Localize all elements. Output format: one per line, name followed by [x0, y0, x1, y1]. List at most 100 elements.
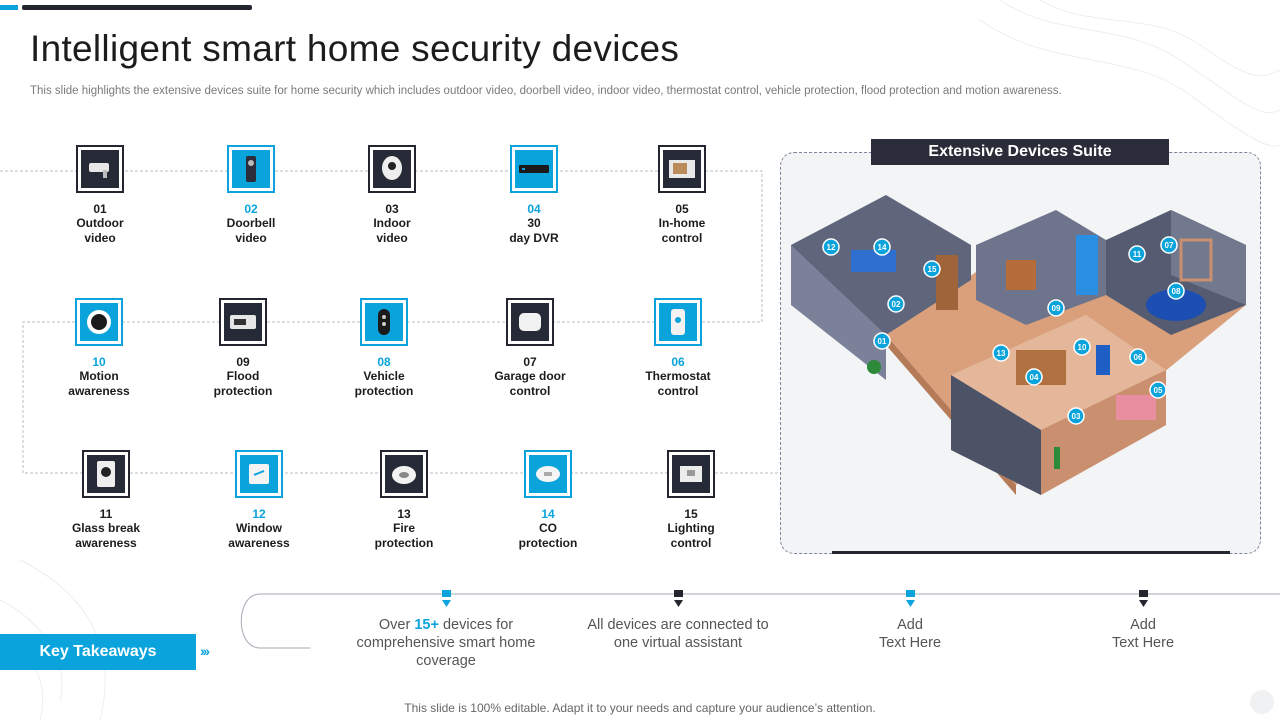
device-number: 12: [252, 507, 266, 521]
takeaway-text: Add Text Here: [878, 617, 942, 651]
house-marker-15: 15: [923, 260, 941, 278]
device-label: Glass break awareness: [71, 521, 141, 550]
device-label: 30 day DVR: [509, 216, 559, 245]
svg-text:09: 09: [1052, 304, 1061, 313]
car-key-fob-icon: [365, 303, 403, 341]
suite-underline: [832, 551, 1230, 554]
device-label: Outdoor video: [76, 216, 124, 245]
takeaway-item-4: Add Text Here: [1043, 616, 1243, 652]
glass-break-sensor-icon: [87, 455, 125, 493]
device-label: Garage door control: [494, 369, 566, 398]
device-label: Window awareness: [228, 521, 290, 550]
dvr-icon: [515, 150, 553, 188]
device-number: 01: [93, 202, 107, 216]
suite-title: Extensive Devices Suite: [871, 139, 1169, 165]
house-marker-09: 09: [1047, 299, 1065, 317]
device-number: 06: [671, 355, 685, 369]
top-dark-bar: [22, 5, 252, 10]
garage-opener-icon: [511, 303, 549, 341]
device-number: 14: [541, 507, 555, 521]
takeaway-pin-icon: [906, 590, 915, 607]
house-marker-03: 03: [1067, 407, 1085, 425]
svg-text:10: 10: [1078, 343, 1087, 352]
house-marker-06: 06: [1129, 348, 1147, 366]
device-number: 07: [523, 355, 537, 369]
device-number: 10: [92, 355, 106, 369]
device-icon-frame: [667, 450, 715, 498]
device-icon-frame: [227, 145, 275, 193]
takeaway-item-3: Add Text Here: [810, 616, 1010, 652]
control-panel-icon: [663, 150, 701, 188]
device-number: 09: [236, 355, 250, 369]
house-marker-14: 14: [873, 238, 891, 256]
page-subtitle: This slide highlights the extensive devi…: [30, 85, 1062, 97]
svg-text:07: 07: [1165, 241, 1174, 250]
house-marker-02: 02: [887, 295, 905, 313]
house-marker-07: 07: [1160, 236, 1178, 254]
house-marker-12: 12: [822, 238, 840, 256]
device-number: 05: [675, 202, 689, 216]
takeaway-item-2: All devices are connected to one virtual…: [578, 616, 778, 652]
house-marker-01: 01: [873, 332, 891, 350]
device-icon-frame: [524, 450, 572, 498]
device-icon-frame: [510, 145, 558, 193]
device-icon-frame: [654, 298, 702, 346]
house-illustration: [791, 195, 1246, 495]
house-marker-08: 08: [1167, 282, 1185, 300]
device-label: Thermostat control: [645, 369, 711, 398]
svg-text:03: 03: [1072, 412, 1081, 421]
svg-text:11: 11: [1133, 250, 1142, 259]
device-icon-frame: [360, 298, 408, 346]
house-marker-11: 11: [1128, 245, 1146, 263]
device-label: Fire protection: [374, 521, 434, 550]
motion-sensor-icon: [80, 303, 118, 341]
svg-text:14: 14: [878, 243, 887, 252]
indoor-camera-icon: [373, 150, 411, 188]
device-label: Motion awareness: [68, 369, 130, 398]
corner-dot: [1250, 690, 1274, 714]
house-marker-10: 10: [1073, 338, 1091, 356]
takeaway-pin-icon: [1139, 590, 1148, 607]
device-label: Vehicle protection: [354, 369, 414, 398]
takeaway-item-1: Over 15+ devices for comprehensive smart…: [346, 616, 546, 670]
house-marker-05: 05: [1149, 381, 1167, 399]
page-title: Intelligent smart home security devices: [30, 28, 680, 69]
co-detector-icon: [529, 455, 567, 493]
device-label: In-home control: [658, 216, 706, 245]
takeaway-highlight: 15+: [414, 617, 439, 633]
takeaway-text-suffix: devices for comprehensive smart home cov…: [356, 617, 536, 669]
device-icon-frame: [380, 450, 428, 498]
thermostat-icon: [659, 303, 697, 341]
cctv-camera-icon: [81, 150, 119, 188]
svg-text:04: 04: [1030, 373, 1039, 382]
chevrons-icon: ›››: [200, 643, 210, 659]
top-accent-bar: [0, 5, 18, 10]
footer-note: This slide is 100% editable. Adapt it to…: [404, 701, 876, 715]
device-number: 02: [244, 202, 258, 216]
svg-text:01: 01: [878, 337, 887, 346]
takeaway-pin-icon: [442, 590, 451, 607]
device-label: CO protection: [518, 521, 578, 550]
device-icon-frame: [82, 450, 130, 498]
takeaway-text: Add Text Here: [1111, 617, 1175, 651]
flood-sensor-icon: [224, 303, 262, 341]
device-icon-frame: [506, 298, 554, 346]
device-label: Lighting control: [667, 521, 715, 550]
takeaway-connector: [240, 593, 1280, 649]
device-number: 03: [385, 202, 399, 216]
